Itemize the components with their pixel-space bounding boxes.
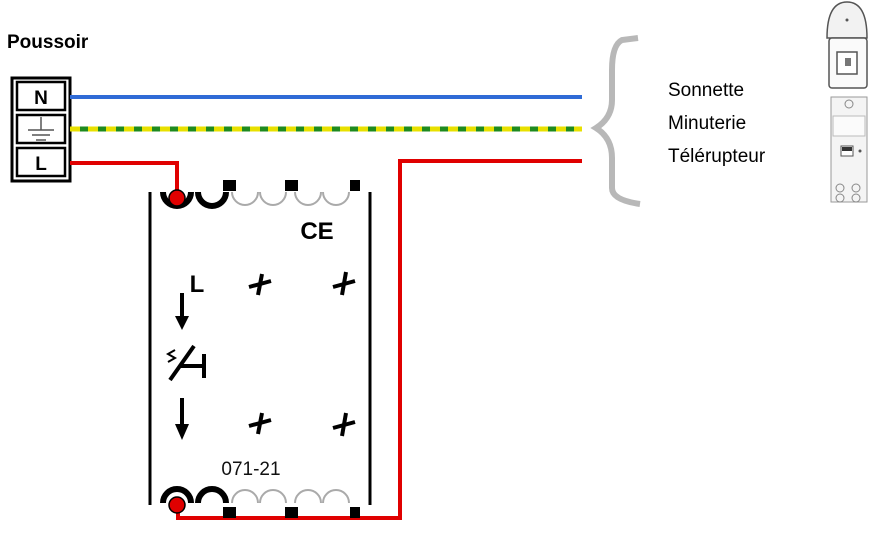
terminal-l-box [15, 146, 67, 178]
bottom-phase-terminal [168, 496, 186, 514]
brace [590, 35, 641, 207]
ce-mark: CE [300, 218, 333, 245]
relay-module-icon [830, 96, 868, 203]
phase-wire-out [176, 159, 582, 520]
top-clamps [160, 180, 360, 209]
plus-mark-1 [248, 273, 272, 296]
load-label-sonnette: Sonnette [668, 80, 745, 101]
switch-symbol [165, 293, 206, 440]
load-label-minuterie: Minuterie [668, 113, 747, 134]
terminal-l-label: L [35, 154, 47, 175]
plus-marks [248, 271, 356, 437]
earth-icon [28, 117, 54, 141]
bottom-clamps [160, 486, 360, 518]
top-phase-terminal [168, 189, 186, 207]
device-reference: 071-21 [221, 459, 280, 480]
diagram-title: Poussoir [7, 32, 89, 53]
plus-mark-2 [332, 271, 356, 296]
plus-mark-3 [248, 412, 272, 435]
bell-icon [826, 1, 868, 89]
terminal-n-box [15, 80, 67, 112]
plus-mark-4 [332, 412, 356, 437]
terminal-n-label: N [34, 88, 48, 109]
load-label-telerupteur: Télérupteur [668, 146, 766, 167]
push-button-device: CE L 071-21 [148, 180, 372, 518]
phase-wire-in [70, 161, 179, 195]
terminal-block: N L [10, 76, 72, 183]
device-terminal-label: L [190, 271, 205, 298]
